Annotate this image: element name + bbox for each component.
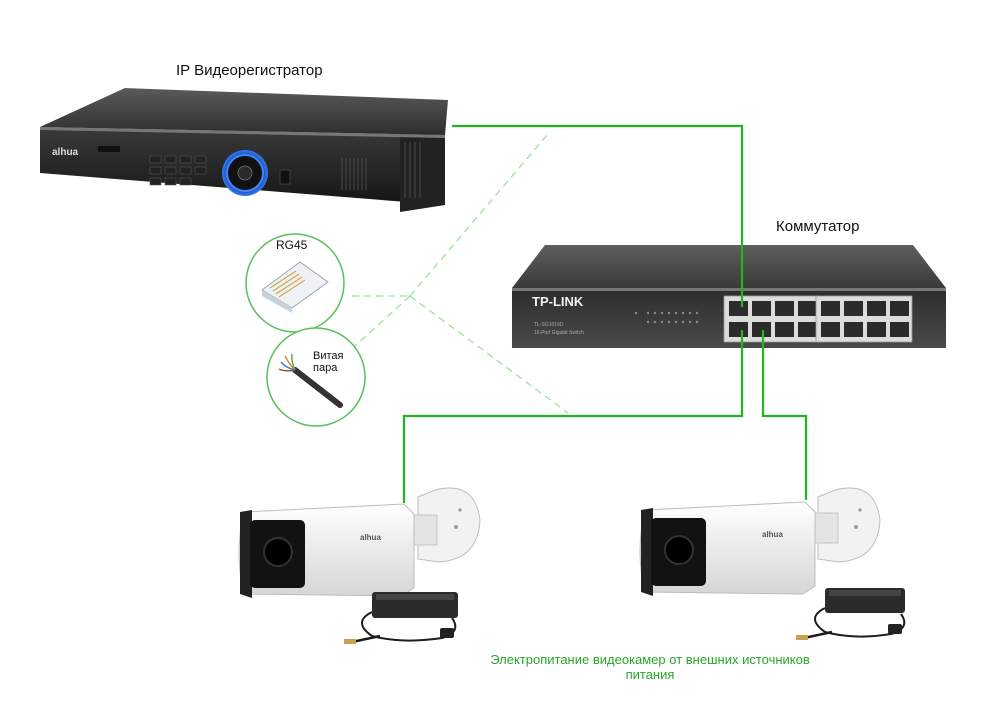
switch-model: TL-SG1016D bbox=[534, 322, 564, 328]
rg45-connector-icon bbox=[261, 261, 329, 313]
power-caption-line2: питания bbox=[625, 667, 675, 682]
rg45-label: RG45 bbox=[276, 238, 308, 252]
callout-dashed-lines bbox=[344, 134, 569, 414]
nvr-brand: alhua bbox=[52, 147, 79, 158]
switch-brand: TP-LINK bbox=[532, 294, 584, 309]
nvr-device: alhua bbox=[40, 88, 448, 212]
switch-label: Коммутатор bbox=[776, 218, 860, 235]
ip-camera-1: alhua bbox=[238, 487, 481, 644]
cable-switch-to-camera-1 bbox=[402, 330, 744, 503]
nvr-label: IP Видеорегистратор bbox=[176, 62, 323, 79]
twisted-pair-label-line1: Витая bbox=[313, 350, 344, 362]
switch-subtitle: 16-Port Gigabit Switch bbox=[534, 330, 584, 336]
network-cables bbox=[402, 124, 808, 503]
nvr-vent bbox=[341, 142, 421, 198]
twisted-pair-label: Витая пара bbox=[313, 350, 363, 374]
power-adapter-1 bbox=[344, 592, 458, 644]
cable-switch-to-camera-2 bbox=[761, 330, 808, 500]
switch-port-bank-2 bbox=[815, 295, 913, 343]
callout-line-bottom bbox=[409, 295, 569, 414]
camera-1-brand: alhua bbox=[360, 533, 381, 542]
usb-port bbox=[98, 146, 120, 152]
switch-leds bbox=[634, 311, 699, 324]
nvr-button-grid bbox=[149, 155, 207, 186]
twisted-pair-cable-icon bbox=[278, 353, 343, 408]
switch-port-bank-1 bbox=[723, 295, 821, 343]
nvr-jog-dial bbox=[222, 150, 268, 196]
power-adapter-2 bbox=[796, 588, 906, 640]
rg45-callout bbox=[245, 233, 345, 333]
twisted-pair-callout bbox=[266, 327, 366, 427]
twisted-pair-label-line2: пара bbox=[313, 362, 338, 374]
power-supply-caption: Электропитание видеокамер от внешних ист… bbox=[420, 652, 880, 682]
callout-line-twisted bbox=[344, 295, 411, 356]
camera-2-brand: alhua bbox=[762, 530, 783, 539]
network-switch: TP-LINK TL-SG1016D 16-Port Gigabit Switc… bbox=[512, 245, 946, 348]
power-caption-line1: Электропитание видеокамер от внешних ист… bbox=[490, 652, 810, 667]
cable-nvr-to-switch bbox=[452, 124, 744, 307]
ip-camera-2: alhua bbox=[639, 487, 906, 640]
